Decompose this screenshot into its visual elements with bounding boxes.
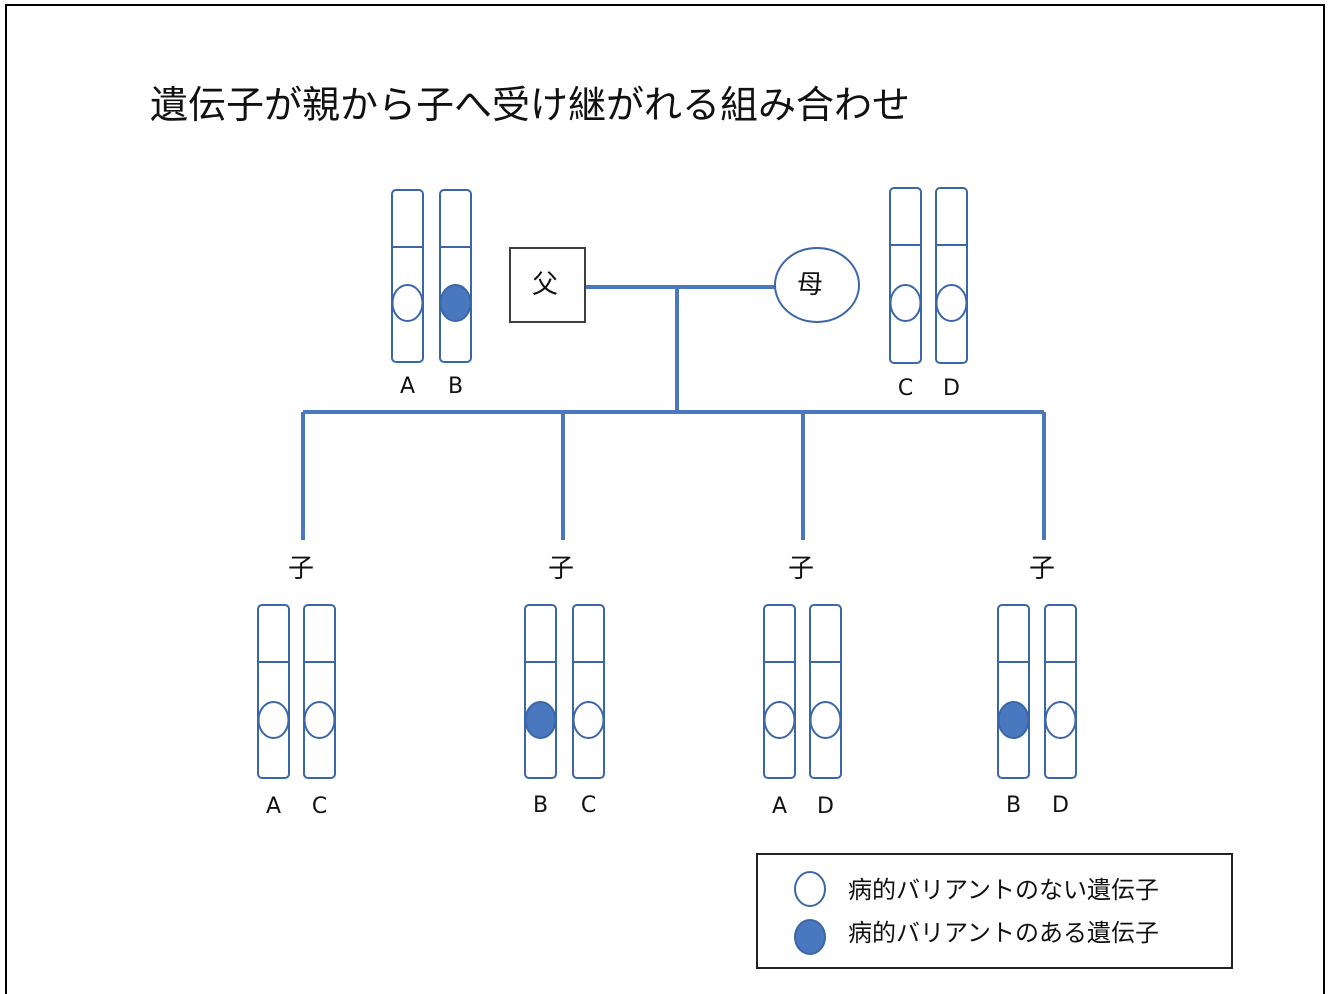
chromosome: D [809,604,842,819]
allele-label: B [1006,793,1021,818]
chromosome: A [763,604,796,819]
mother-label: 母 [797,270,823,300]
chromosome-body [572,604,605,779]
chromosome: B [524,604,557,818]
legend: 病的バリアントのない遺伝子 病的バリアントのある遺伝子 [756,853,1233,969]
chromosome-body [439,189,472,363]
legend-box [756,853,1233,969]
variant-gene-marker [439,284,472,322]
child-label: 子 [288,554,314,584]
child-label: 子 [1029,554,1055,584]
allele-label: A [772,794,787,819]
chromosome: D [1044,604,1077,818]
allele-label: D [943,376,960,401]
normal-gene-marker [391,284,424,322]
normal-gene-marker [809,701,842,739]
chromosome-body [935,187,968,364]
normal-gene-marker [1044,701,1077,739]
normal-gene-marker [257,701,290,739]
chromosome: C [889,187,922,401]
chromosome-body [524,604,557,779]
diagram-frame [5,4,1325,994]
child-label: 子 [788,554,814,584]
chromosome: C [572,604,605,818]
normal-gene-marker [889,284,922,322]
allele-label: D [1052,793,1069,818]
chromosome-body [763,604,796,779]
legend-normal-label: 病的バリアントのない遺伝子 [848,876,1159,904]
diagram-title: 遺伝子が親から子へ受け継がれる組み合わせ [150,83,910,127]
variant-gene-marker [997,701,1030,739]
chromosome-body [257,604,290,779]
chromosome: D [935,187,968,401]
variant-gene-legend-icon [794,919,826,955]
variant-gene-marker [524,701,557,739]
legend-variant-label: 病的バリアントのある遺伝子 [848,919,1159,947]
allele-label: A [400,374,415,399]
pedigree-lines [301,285,1046,540]
normal-gene-marker [572,701,605,739]
allele-label: C [898,376,913,401]
normal-gene-marker [935,284,968,322]
normal-gene-marker [763,701,796,739]
mother-circle-symbol [774,247,860,323]
chromosome: C [303,604,336,819]
chromosome-body [997,604,1030,779]
child-label: 子 [548,554,574,584]
allele-label: C [581,793,596,818]
father-label: 父 [532,270,558,300]
chromosome-pairs: A B C D A C B C A D B D [257,187,1077,819]
allele-label: B [533,793,548,818]
chromosome-body [1044,604,1077,779]
normal-gene-marker [303,701,336,739]
chromosome: A [257,604,290,819]
chromosome: B [997,604,1030,818]
allele-label: D [817,794,834,819]
chromosome-body [391,189,424,363]
chromosome: B [439,189,472,399]
chromosome-body [303,604,336,779]
chromosome: A [391,189,424,399]
allele-label: A [266,794,281,819]
father-square-symbol [509,247,586,323]
chromosome-body [809,604,842,779]
allele-label: B [448,374,463,399]
chromosome-body [889,187,922,364]
allele-label: C [312,794,327,819]
normal-gene-legend-icon [794,871,826,907]
